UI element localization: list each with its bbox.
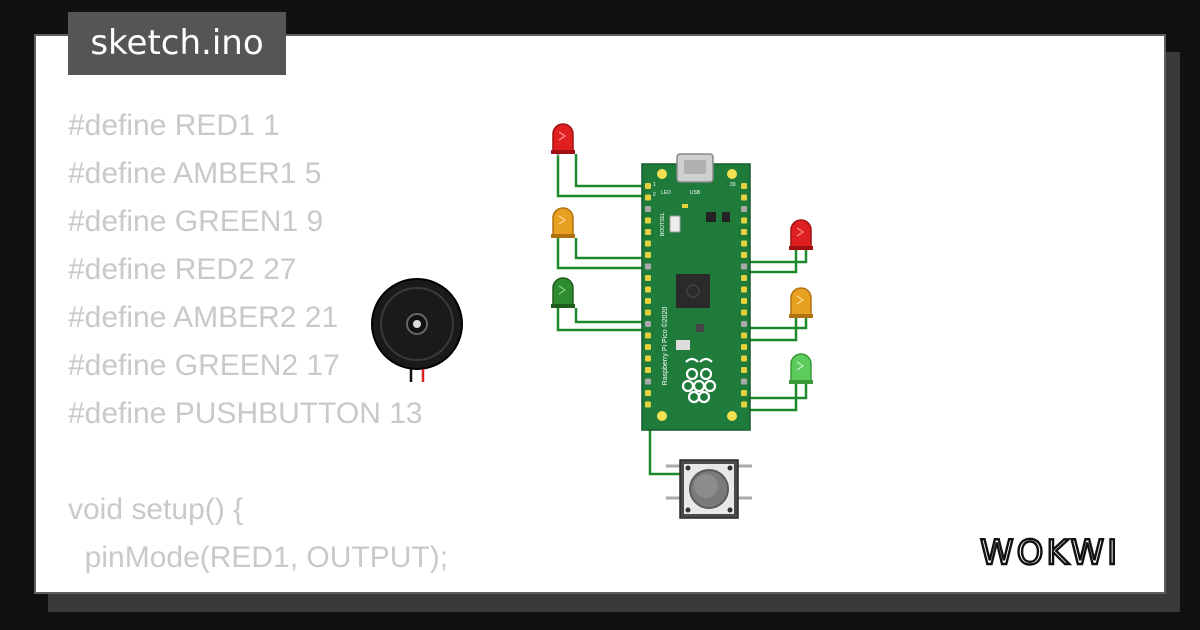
led-label: LED bbox=[661, 190, 671, 196]
bootsel-label: BOOTSEL bbox=[660, 212, 666, 236]
pin-right bbox=[741, 252, 747, 258]
pin-left bbox=[645, 229, 651, 235]
usb-label: USB bbox=[690, 190, 701, 196]
pin-left bbox=[645, 344, 651, 350]
wokwi-logo: WOKWI bbox=[979, 532, 1120, 574]
pin-left bbox=[645, 263, 651, 270]
pin-right bbox=[741, 194, 747, 201]
pin-right bbox=[741, 321, 747, 327]
push-button bbox=[666, 459, 752, 519]
pin-left bbox=[645, 367, 651, 373]
pin-right bbox=[741, 206, 747, 212]
pin-left bbox=[645, 240, 651, 247]
led-green-2 bbox=[789, 353, 813, 384]
pin-right bbox=[741, 298, 747, 304]
raspberry-logo-icon bbox=[681, 357, 717, 404]
pin-left bbox=[645, 355, 651, 362]
led-green-1 bbox=[551, 277, 575, 308]
pin-right bbox=[741, 309, 747, 316]
led-red-2 bbox=[789, 219, 813, 250]
pin-left bbox=[645, 309, 651, 316]
circuit-diagram: USB LED 1 2 39 BOOTSEL Raspberry Pi Pico… bbox=[371, 123, 813, 519]
project-card: #define RED1 1 #define AMBER1 5 #define GR… bbox=[34, 34, 1166, 594]
pin-left bbox=[645, 298, 651, 304]
pin-left bbox=[645, 321, 651, 327]
buzzer bbox=[371, 278, 463, 382]
pin-left bbox=[645, 286, 651, 293]
code-line: #define AMBER2 21 bbox=[68, 301, 339, 334]
pin-right bbox=[741, 240, 747, 247]
pin-right bbox=[741, 390, 747, 396]
code-line: #define AMBER1 5 bbox=[68, 157, 322, 190]
pin-left bbox=[645, 390, 651, 396]
pin-right bbox=[741, 367, 747, 373]
pin-left bbox=[645, 401, 651, 408]
pin-label-39: 39 bbox=[730, 182, 736, 188]
pin-right bbox=[741, 401, 747, 408]
board-name-label: Raspberry Pi Pico ©2020 bbox=[661, 307, 669, 386]
pin-right bbox=[741, 286, 747, 293]
code-preview: #define RED1 1 #define AMBER1 5 #define GR… bbox=[68, 102, 492, 592]
wokwi-logo-text: WOKWI bbox=[980, 533, 1120, 573]
pin-label-2: 2 bbox=[653, 192, 656, 198]
pin-right bbox=[741, 263, 747, 270]
pico-pins bbox=[645, 183, 747, 408]
pin-right bbox=[741, 217, 747, 224]
pin-right bbox=[741, 344, 747, 350]
pin-right bbox=[741, 332, 747, 339]
pin-right bbox=[741, 355, 747, 362]
code-line: pinMode(RED1, OUTPUT); bbox=[68, 541, 449, 574]
code-line: #define PUSHBUTTON 13 bbox=[68, 397, 423, 430]
file-tab-label: sketch.ino bbox=[90, 23, 264, 63]
pin-left bbox=[645, 252, 651, 258]
code-line: #define GREEN2 17 bbox=[68, 349, 340, 382]
wires bbox=[556, 154, 808, 476]
code-line: #define RED2 27 bbox=[68, 253, 297, 286]
code-line: pinMode(AMBER1, OUTPUT); bbox=[68, 582, 492, 592]
pin-right bbox=[741, 229, 747, 235]
led-amber-1 bbox=[551, 207, 575, 238]
code-line: #define GREEN1 9 bbox=[68, 205, 324, 238]
pin-right bbox=[741, 183, 747, 189]
code-line: #define RED1 1 bbox=[68, 109, 280, 142]
pin-left bbox=[645, 206, 651, 212]
pico-board: USB LED 1 2 39 BOOTSEL Raspberry Pi Pico… bbox=[641, 153, 751, 431]
file-tab[interactable]: sketch.ino bbox=[68, 12, 286, 75]
pin-left bbox=[645, 378, 651, 385]
pin-label-1: 1 bbox=[653, 182, 656, 188]
led-red-1 bbox=[551, 123, 575, 156]
pin-right bbox=[741, 275, 747, 281]
pin-left bbox=[645, 275, 651, 281]
code-line: void setup() { bbox=[68, 493, 244, 526]
pin-right bbox=[741, 378, 747, 385]
pin-left bbox=[645, 194, 651, 201]
led-amber-2 bbox=[789, 287, 813, 318]
pin-left bbox=[645, 332, 651, 339]
pin-left bbox=[645, 217, 651, 224]
pin-left bbox=[645, 183, 651, 189]
